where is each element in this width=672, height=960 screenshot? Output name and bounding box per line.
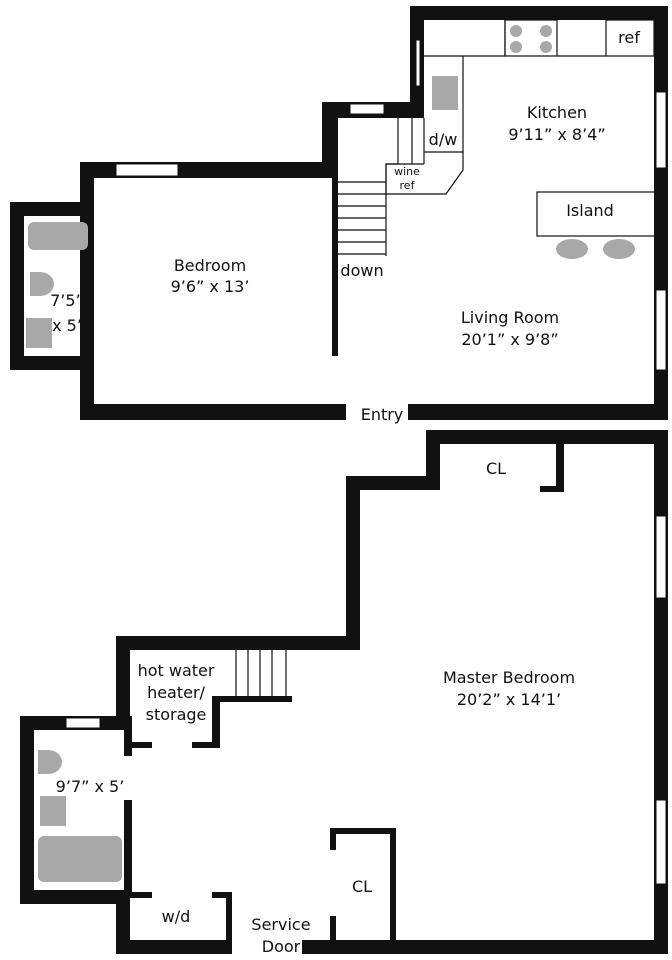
lower-floor: CL Master Bedroom 20’2” x 14’1’ hot wate… bbox=[20, 430, 668, 956]
kitchen-sink bbox=[432, 76, 458, 110]
kitchen-name: Kitchen bbox=[527, 103, 587, 122]
storage-label-2: heater/ bbox=[147, 683, 205, 702]
upper-windows bbox=[115, 39, 667, 371]
service-door-label-2: Door bbox=[262, 937, 301, 956]
island-label: Island bbox=[566, 201, 614, 220]
living-room-name: Living Room bbox=[461, 308, 559, 327]
upper-floor: Kitchen 9’11” x 8’4” ref d/w wine ref Is… bbox=[10, 6, 668, 424]
lower-bath-fixtures bbox=[38, 750, 122, 882]
closet-bottom-label: CL bbox=[352, 877, 372, 896]
upper-bath-fixtures bbox=[26, 222, 88, 348]
wine-ref-label-1: wine bbox=[394, 165, 420, 178]
stairs-down-label: down bbox=[340, 261, 383, 280]
lower-stairs bbox=[235, 650, 287, 696]
master-bedroom-name: Master Bedroom bbox=[443, 668, 575, 687]
closet-top-label: CL bbox=[486, 459, 506, 478]
entry-label: Entry bbox=[361, 405, 404, 424]
bar-stools bbox=[556, 239, 635, 259]
bedroom-dims: 9’6” x 13’ bbox=[171, 277, 250, 296]
bath-dims-2: x 5’ bbox=[52, 316, 82, 335]
stove-burners bbox=[510, 25, 552, 53]
wd-label: w/d bbox=[162, 907, 191, 926]
lower-bath-dims: 9’7” x 5’ bbox=[56, 777, 125, 796]
storage-label-3: storage bbox=[146, 705, 207, 724]
ref-label: ref bbox=[618, 28, 640, 47]
stairs-down bbox=[338, 164, 387, 256]
bath-dims-1: 7’5” bbox=[50, 291, 84, 310]
kitchen-island bbox=[536, 191, 656, 237]
wine-ref-label-2: ref bbox=[400, 179, 416, 192]
storage-label-1: hot water bbox=[138, 661, 215, 680]
living-room-dims: 20’1” x 9’8” bbox=[461, 330, 558, 349]
service-door-label-1: Service bbox=[251, 915, 310, 934]
master-bedroom-dims: 20’2” x 14’1’ bbox=[457, 690, 561, 709]
lower-windows bbox=[65, 515, 667, 885]
dishwasher-label: d/w bbox=[429, 130, 458, 149]
bedroom-name: Bedroom bbox=[174, 256, 246, 275]
kitchen-dims: 9’11” x 8’4” bbox=[508, 125, 605, 144]
